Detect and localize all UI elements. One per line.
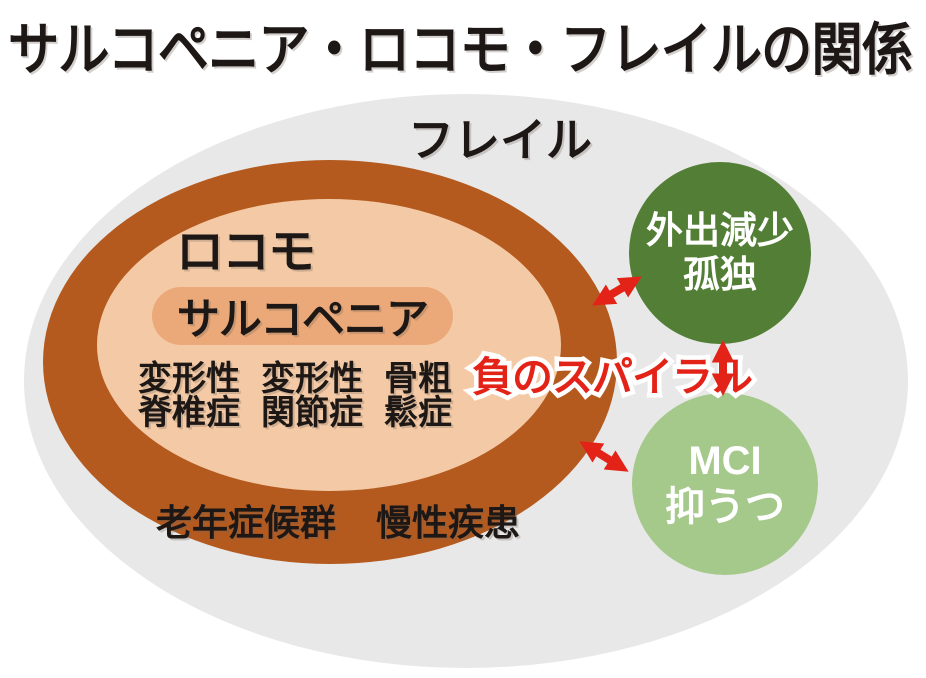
negative-spiral-outline: 負のスパイラル (468, 350, 758, 405)
isolation-circle-line2: 孤独 (683, 254, 757, 295)
locomo-inner-ellipse (97, 199, 561, 491)
locomo-label: ロコモ (176, 226, 316, 279)
condition-line: 変形性 (261, 360, 363, 398)
negative-spiral-text: 負のスパイラル (472, 354, 753, 400)
condition-line: 変形性 (138, 360, 240, 398)
conditions-list: 変形性 脊椎症 変形性 関節症 骨粗 鬆症 (138, 362, 452, 430)
condition-osteoarthritis: 変形性 関節症 (261, 362, 363, 430)
band-labels: 老年症候群 慢性疾患 (156, 494, 520, 546)
page-title-text: サルコペニア・ロコモ・フレイルの関係 (8, 18, 913, 82)
isolation-circle: 外出減少 孤独 (629, 162, 811, 344)
condition-line: 鬆症 (384, 394, 452, 432)
page-title: サルコペニア・ロコモ・フレイルの関係 (8, 4, 926, 86)
frailty-label: フレイル (408, 114, 592, 166)
condition-spondylosis: 変形性 脊椎症 (138, 362, 240, 430)
isolation-circle-line1: 外出減少 (646, 210, 794, 251)
geriatric-syndrome-label: 老年症候群 (156, 502, 337, 543)
condition-line: 関節症 (261, 394, 363, 432)
condition-line: 脊椎症 (138, 394, 240, 432)
chronic-disease-label: 慢性疾患 (376, 502, 521, 543)
condition-osteoporosis: 骨粗 鬆症 (384, 362, 452, 430)
mci-circle: MCI 抑うつ (632, 393, 818, 575)
mci-circle-line1: MCI (688, 439, 762, 483)
sarcopenia-label: サルコペニア (176, 296, 429, 344)
mci-circle-line2: 抑うつ (665, 485, 785, 529)
condition-line: 骨粗 (384, 360, 452, 398)
sarcopenia-pill: サルコペニア (152, 287, 453, 345)
